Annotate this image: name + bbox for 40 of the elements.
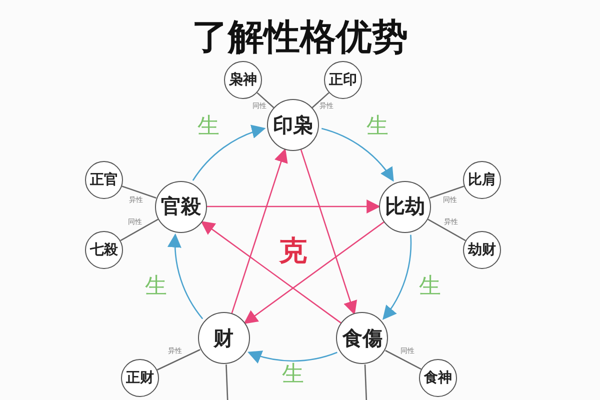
connector-line (156, 349, 200, 370)
connector-line (385, 350, 422, 370)
connector-line (428, 218, 466, 242)
center-label: 克 (279, 237, 307, 265)
edge-label: 生 (366, 116, 389, 138)
node-circle: 正财 (121, 359, 159, 397)
node-circle: 比劫 (379, 180, 432, 233)
node-circle: 财 (198, 312, 250, 364)
title: 了解性格优势 (192, 20, 408, 56)
arrow (382, 234, 412, 320)
edge-label: 生 (418, 276, 441, 298)
arrow (168, 233, 204, 320)
arrow (206, 200, 381, 214)
edge-label: 生 (197, 116, 220, 138)
arrow (300, 150, 358, 316)
arrow (231, 148, 288, 314)
connector-line (122, 186, 156, 199)
arrow (200, 220, 342, 324)
node-circle: 印枭 (267, 99, 319, 151)
connector-line (364, 364, 368, 400)
connector-line (312, 92, 330, 108)
node-circle: 七殺 (85, 231, 123, 269)
connector-line (256, 92, 274, 108)
connector-line (430, 186, 464, 199)
node-circle: 正官 (85, 161, 123, 199)
arrow (321, 128, 394, 182)
arrow (192, 126, 266, 181)
node-circle: 正印 (324, 61, 362, 99)
node-circle: 食神 (419, 359, 457, 397)
edge-label: 生 (145, 276, 168, 298)
node-circle: 官殺 (154, 180, 207, 233)
arrow (247, 350, 338, 363)
arrow (244, 221, 385, 324)
connector-line (120, 218, 158, 242)
node-circle: 比肩 (463, 161, 501, 199)
node-circle: 劫财 (463, 231, 501, 269)
connector-line (226, 364, 228, 400)
node-circle: 枭神 (224, 61, 262, 99)
node-circle: 食傷 (336, 312, 388, 364)
edge-label: 生 (282, 364, 304, 386)
